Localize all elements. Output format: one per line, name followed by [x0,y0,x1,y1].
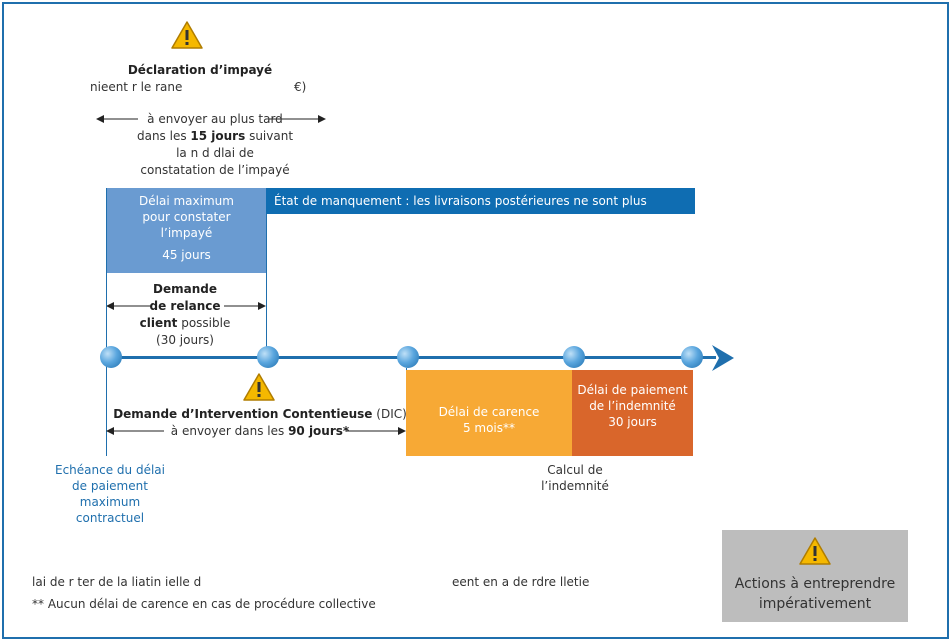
dic-line2: à envoyer dans les 90 jours* [170,424,350,438]
calcul-line1: Calcul de [547,463,603,477]
calcul-label: Calcul de l’indemnité [530,462,620,494]
declaration-line4: constatation de l’impayé [140,163,290,177]
paiement-duration: 30 jours [608,415,657,429]
declaration-subtitle: nieent r le rane [90,80,183,94]
declaration-subtitle-end: €) [294,80,307,94]
legend-line1: Actions à entreprendre [734,576,896,592]
paiement-indemnite-box: Délai de paiement de l’indemnité 30 jour… [572,370,693,456]
paiement-line2: de l’indemnité [589,399,676,413]
declaration-line3: la n d dlai de [176,146,254,160]
timeline-node-dic [397,346,419,368]
dic-arrows [106,427,406,435]
timeline-node-45-jours [257,346,279,368]
guide-line-45 [266,214,267,348]
timeline-node-paiement [681,346,703,368]
calcul-line2: l’indemnité [541,479,609,493]
footnote-1-right: eent en a de rdre lletie [452,575,590,589]
echeance-label: Echéance du délai de paiement maximum co… [40,462,180,526]
guide-line-start [106,188,107,456]
declaration-line2: dans les 15 jours suivant [136,129,294,143]
timeline-arrow-icon [712,345,734,371]
relance-line3: client possible [139,316,231,330]
footnote-2: ** Aucun délai de carence en cas de proc… [32,597,376,611]
carence-line1: Délai de carence [438,405,540,419]
delai-constat-line1: Délai maximum [139,194,234,208]
legend-box: Actions à entreprendre impérativement [722,530,908,622]
warning-icon [799,537,831,565]
timeline-node-calcul [563,346,585,368]
echeance-line3: contractuel [75,511,145,525]
relance-line1: Demande [153,282,217,296]
legend-line2: impérativement [758,596,872,612]
carence-box: Délai de carence 5 mois** [406,370,572,456]
dic-title: Demande d’Intervention Contentieuse (DIC… [113,407,407,421]
delai-constat-line3: l’impayé [160,226,213,240]
echeance-line2: de paiement maximum [72,479,148,509]
footnote-1-left: lai de r ter de la liatin ielle d [32,575,202,589]
relance-line4: (30 jours) [156,333,214,347]
warning-icon [243,373,275,401]
delai-constat-box: Délai maximum pour constater l’impayé 45… [107,188,266,273]
declaration-title: Déclaration d’impayé [127,63,273,77]
declaration-line1: à envoyer au plus tard [147,112,283,126]
warning-icon [171,21,203,49]
timeline-node-echeance [100,346,122,368]
manquement-text: État de manquement : les livraisons post… [274,194,647,234]
delai-constat-duration: 45 jours [162,248,211,262]
echeance-line1: Echéance du délai [55,463,165,477]
carence-duration: 5 mois** [462,421,516,435]
manquement-box: État de manquement : les livraisons post… [266,188,695,234]
relance-arrows [106,302,266,310]
delai-constat-line2: pour constater [142,210,231,224]
paiement-line1: Délai de paiement [577,383,688,397]
declaration-arrows [96,115,326,123]
relance-line2: de relance [149,299,221,313]
